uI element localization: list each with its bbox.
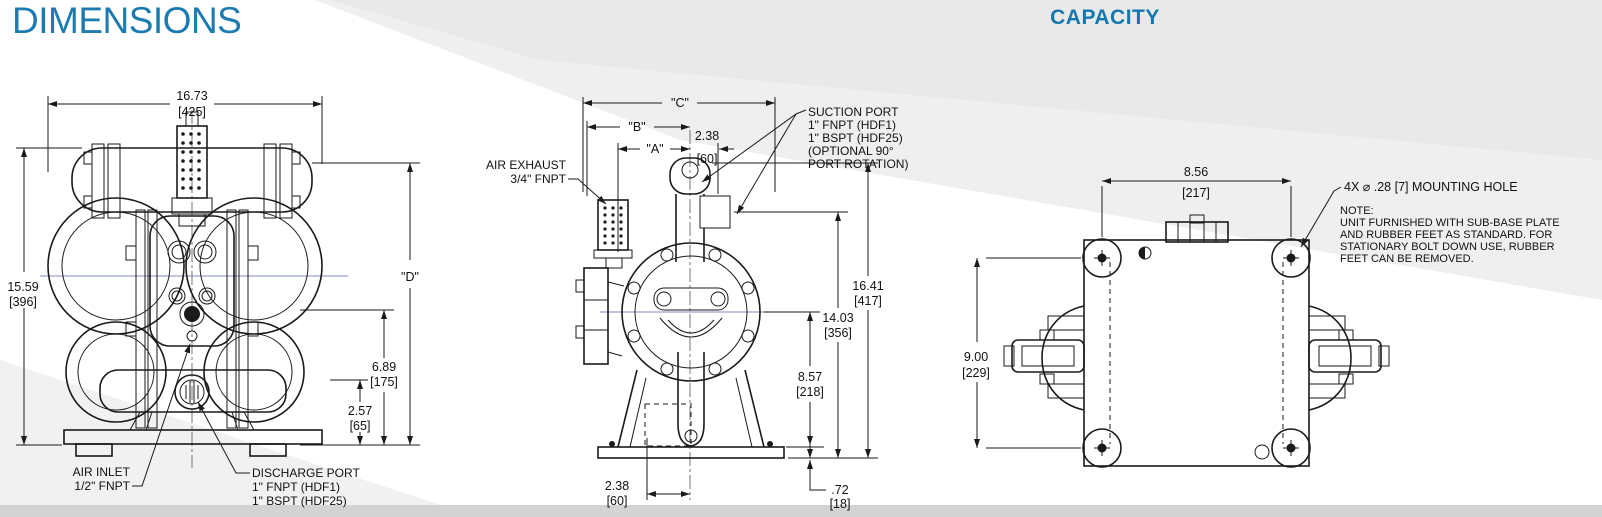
note-line-4: STATIONARY BOLT DOWN USE, RUBBER (1340, 241, 1555, 253)
top-dim-900: 9.00 (964, 350, 988, 364)
front-dim-width: 16.73 (176, 89, 207, 103)
suction-port-label-line1: SUCTION PORT (808, 105, 899, 119)
optional-port-ghost-outline (644, 403, 692, 447)
side-dim-1403: 14.03 (822, 311, 853, 325)
discharge-port-label-line1: DISCHARGE PORT (252, 466, 360, 480)
side-view-dimensions: "C" "B" "A" 2.38 [60] AIR EXHAUST 3/4" F… (486, 96, 908, 511)
suction-port-label-line3: 1" BSPT (HDF25) (808, 131, 903, 145)
top-view-pump-drawing (1003, 214, 1390, 468)
suction-port-label-line4: (OPTIONAL 90° (808, 144, 894, 158)
front-view-dimensions: 16.73 [425] 15.59 [396] "D" 6.89 [175] 2… (7, 89, 420, 508)
suction-port-label-line5: PORT ROTATION) (808, 157, 908, 171)
side-muffler-perforations (603, 206, 623, 245)
discharge-port-label-line2: 1" FNPT (HDF1) (252, 480, 340, 494)
side-dim-238-bottom: 2.38 (605, 479, 629, 493)
side-dim-1403-mm: [356] (824, 326, 852, 340)
air-inlet-label-line2: 1/2" FNPT (74, 479, 130, 493)
top-dim-856: 8.56 (1184, 165, 1208, 179)
front-dim-257-mm: [65] (350, 419, 371, 433)
front-dim-height-mm: [396] (9, 295, 37, 309)
side-dim-857-mm: [218] (796, 385, 824, 399)
note-line-3: AND RUBBER FEET AS STANDARD. FOR (1340, 229, 1552, 241)
top-dim-856-mm: [217] (1182, 186, 1210, 200)
side-dim-238-top-mm: [60] (697, 152, 718, 166)
side-dim-072-mm: [18] (830, 497, 851, 511)
top-dim-900-mm: [229] (962, 366, 990, 380)
side-dim-238-bottom-mm: [60] (607, 494, 628, 508)
note-line-1: NOTE: (1340, 205, 1374, 217)
front-dim-689-mm: [175] (370, 375, 398, 389)
side-view-pump-drawing (575, 130, 788, 500)
side-dim-1641: 16.41 (852, 279, 883, 293)
top-view-right-lobe (1308, 305, 1390, 411)
muffler-perforations (181, 132, 201, 190)
mounting-hole-bottom-right (1271, 428, 1311, 468)
mounting-hole-bottom-left (1082, 428, 1122, 468)
side-dim-238-top: 2.38 (695, 129, 719, 143)
front-view-pump-drawing (40, 110, 348, 468)
side-dim-a: "A" (646, 142, 663, 156)
front-dim-257: 2.57 (348, 404, 372, 418)
front-dim-height: 15.59 (7, 280, 38, 294)
mounting-hole-top-left (1082, 238, 1122, 278)
air-exhaust-label-line2: 3/4" FNPT (510, 172, 566, 186)
note-line-2: UNIT FURNISHED WITH SUB-BASE PLATE (1340, 217, 1560, 229)
side-dim-072: .72 (831, 483, 848, 497)
front-dim-689: 6.89 (372, 360, 396, 374)
side-dim-1641-mm: [417] (854, 294, 882, 308)
top-view-left-lobe (1003, 305, 1085, 411)
suction-port-leader-line-2 (736, 113, 797, 215)
capacity-heading: CAPACITY (1050, 6, 1160, 29)
air-exhaust-label-line1: AIR EXHAUST (486, 158, 567, 172)
suction-port-label-line2: 1" FNPT (HDF1) (808, 118, 896, 132)
discharge-port-label-line3: 1" BSPT (HDF25) (252, 494, 347, 508)
side-dim-c: "C" (671, 96, 689, 110)
page-title: DIMENSIONS (12, 0, 242, 41)
side-port-box (699, 195, 731, 229)
top-view-dimensions: 8.56 [217] 9.00 [229] 4X ⌀ .28 [7] MOUNT… (962, 165, 1560, 449)
side-dim-b: "B" (628, 120, 645, 134)
side-dim-857: 8.57 (798, 370, 822, 384)
footer-bar (0, 505, 1602, 517)
mounting-hole-top-right (1271, 238, 1311, 278)
front-dim-d: "D" (401, 270, 419, 284)
note-line-5: FEET CAN BE REMOVED. (1340, 253, 1474, 265)
air-inlet-label-line1: AIR INLET (73, 465, 131, 479)
mounting-hole-label: 4X ⌀ .28 [7] MOUNTING HOLE (1344, 180, 1518, 194)
dim-072-leader (807, 460, 826, 491)
front-dim-width-mm: [425] (178, 105, 206, 119)
mounting-hole-leader-line (1300, 186, 1342, 248)
